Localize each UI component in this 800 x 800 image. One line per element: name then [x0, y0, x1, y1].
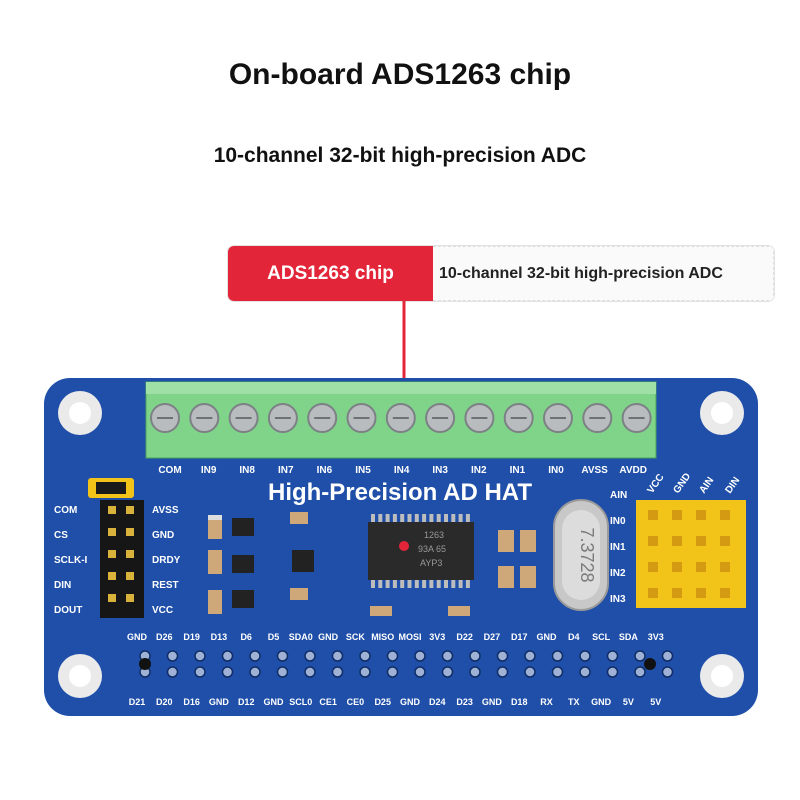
gpio-label: GND [537, 632, 558, 642]
gpio-label: D18 [511, 697, 528, 707]
callout-chip-name: ADS1263 chip [228, 246, 433, 301]
gpio-label: D16 [183, 697, 200, 707]
terminal-label: COM [158, 465, 181, 476]
gpio-label: RX [540, 697, 553, 707]
gpio-label: 5V [650, 697, 661, 707]
terminal-label: IN8 [239, 465, 255, 476]
gpio-label: SDA0 [289, 632, 313, 642]
screw-terminal-block [145, 381, 657, 459]
left-header-label: DOUT [54, 605, 82, 616]
gpio-label: D5 [268, 632, 280, 642]
terminal-label: IN7 [278, 465, 294, 476]
terminal-label: AVDD [619, 465, 647, 476]
left-pin-header [88, 478, 144, 618]
terminal-label: IN3 [432, 465, 448, 476]
left-header-label: AVSS [152, 505, 179, 516]
crystal-oscillator: 7.3728 [553, 499, 609, 611]
left-header-label: COM [54, 505, 77, 516]
right-header-label: AIN [610, 490, 627, 501]
gpio-label: CE1 [319, 697, 337, 707]
terminal-label: IN5 [355, 465, 371, 476]
gpio-label: 3V3 [429, 632, 445, 642]
crystal-marking: 7.3728 [577, 527, 597, 582]
mounting-holes [58, 391, 744, 698]
gpio-label: 3V3 [648, 632, 664, 642]
left-header-label: SCLK-I [54, 555, 88, 566]
gpio-label: D24 [429, 697, 446, 707]
right-header-label: IN3 [610, 594, 626, 605]
gpio-label: D23 [456, 697, 473, 707]
gpio-label: D6 [240, 632, 252, 642]
gpio-label: GND [482, 697, 503, 707]
terminal-label: IN0 [548, 465, 564, 476]
chip-callout: ADS1263 chip 10-channel 32-bit high-prec… [228, 246, 774, 301]
gpio-label: D19 [183, 632, 200, 642]
callout-chip-description: 10-channel 32-bit high-precision ADC [433, 246, 774, 301]
left-header-label: VCC [152, 605, 173, 616]
right-header-label: IN1 [610, 542, 626, 553]
left-header-label: GND [152, 530, 174, 541]
chip-marking-3: AYP3 [420, 558, 442, 568]
gpio-label: SCL [592, 632, 611, 642]
terminal-label: IN2 [471, 465, 487, 476]
terminal-label: IN9 [201, 465, 217, 476]
board-title: High-Precision AD HAT [268, 479, 532, 506]
right-pin-header [636, 500, 746, 608]
subheadline: 10-channel 32-bit high-precision ADC [213, 144, 587, 167]
gpio-label: D12 [238, 697, 255, 707]
gpio-label: D17 [511, 632, 528, 642]
gpio-label: GND [209, 697, 230, 707]
gpio-label: GND [591, 697, 612, 707]
left-header-label: DRDY [152, 555, 181, 566]
chip-marking-2: 93A 65 [418, 544, 446, 554]
gpio-label: 5V [623, 697, 634, 707]
gpio-header [139, 650, 674, 678]
gpio-label: MOSI [398, 632, 421, 642]
terminal-label: IN4 [394, 465, 410, 476]
gpio-label: GND [264, 697, 285, 707]
gpio-label: SDA [619, 632, 639, 642]
chip-marking-1: 1263 [424, 530, 444, 540]
right-header-label: IN0 [610, 516, 626, 527]
headline: On-board ADS1263 chip [228, 58, 572, 91]
smd-components [208, 512, 536, 616]
gpio-label: D22 [456, 632, 473, 642]
terminal-label: AVSS [581, 465, 608, 476]
gpio-label: CE0 [347, 697, 365, 707]
terminal-label: IN1 [510, 465, 526, 476]
left-header-label: CS [54, 530, 68, 541]
gpio-label: D25 [374, 697, 391, 707]
right-header-label: IN2 [610, 568, 626, 579]
gpio-label: D4 [568, 632, 580, 642]
terminal-label: IN6 [317, 465, 333, 476]
ads1263-chip: 1263 93A 65 AYP3 [368, 514, 474, 588]
left-header-label: DIN [54, 580, 71, 591]
gpio-label: D21 [129, 697, 146, 707]
gpio-label: TX [568, 697, 580, 707]
gpio-label: MISO [371, 632, 394, 642]
gpio-label: D27 [484, 632, 501, 642]
gpio-label: D20 [156, 697, 173, 707]
gpio-label: SCL0 [289, 697, 312, 707]
gpio-label: GND [127, 632, 148, 642]
gpio-label: GND [400, 697, 421, 707]
gpio-label: GND [318, 632, 339, 642]
gpio-label: SCK [346, 632, 366, 642]
gpio-label: D13 [211, 632, 228, 642]
left-header-label: REST [152, 580, 179, 591]
gpio-label: D26 [156, 632, 173, 642]
